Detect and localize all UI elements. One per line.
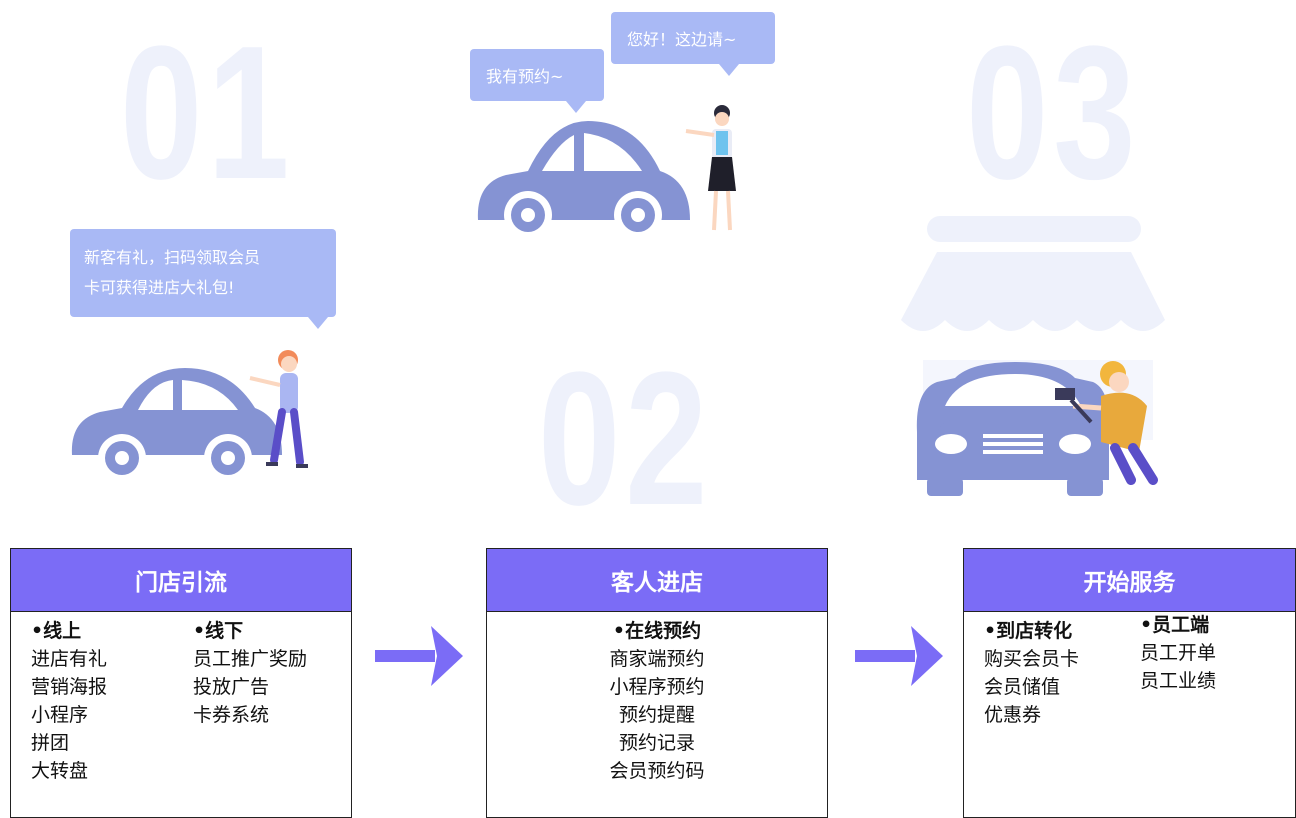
speech-bubble-promo: 新客有礼，扫码领取会员 卡可获得进店大礼包! [70, 229, 336, 329]
bubble-line-1: 新客有礼，扫码领取会员 [84, 248, 261, 267]
list-item: 预约记录 [618, 732, 695, 754]
group-conversion-heading: •到店转化 [984, 620, 1073, 642]
panel-title-start-service: 开始服务 [964, 549, 1295, 612]
bubble-staff-text: 您好！这边请~ [627, 30, 737, 49]
list-item: 优惠券 [984, 704, 1042, 726]
store-service-illustration [901, 216, 1165, 496]
panel-start-service: 开始服务 •到店转化 购买会员卡 会员储值 优惠券 •员工端 员工开单 员工业绩 [963, 548, 1296, 818]
list-item: 员工开单 [1140, 642, 1217, 664]
step-number-02: 02 [538, 333, 713, 545]
panel-title-customer-arrival: 客人进店 [487, 549, 827, 612]
list-item: 商家端预约 [609, 648, 705, 670]
group-offline: •线下 员工推广奖励 投放广告 卡券系统 [193, 617, 307, 729]
list-item: 大转盘 [31, 760, 89, 782]
list-item: 员工推广奖励 [193, 648, 308, 670]
list-item: 会员储值 [984, 676, 1061, 698]
group-conversion: •到店转化 购买会员卡 会员储值 优惠券 [984, 617, 1079, 729]
list-item: 营销海报 [31, 676, 108, 698]
list-item: 卡券系统 [193, 704, 270, 726]
list-item: 购买会员卡 [984, 648, 1080, 670]
group-online-booking: •在线预约 商家端预约 小程序预约 预约提醒 预约记录 会员预约码 [487, 617, 827, 785]
arrow-right-icon [375, 626, 463, 686]
bubble-customer-text: 我有预约~ [486, 67, 564, 86]
list-item: 员工业绩 [1140, 670, 1217, 692]
step-number-01: 01 [120, 7, 295, 219]
speech-bubble-staff: 您好！这边请~ [611, 12, 775, 76]
list-item: 小程序 [31, 704, 89, 726]
group-offline-heading: •线下 [193, 620, 244, 642]
group-booking-heading: •在线预约 [612, 620, 702, 642]
car-center-illustration [477, 105, 736, 239]
car-left-illustration [71, 350, 308, 482]
list-item: 进店有礼 [31, 648, 108, 670]
speech-bubble-customer: 我有预约~ [470, 49, 604, 113]
panel-customer-arrival: 客人进店 •在线预约 商家端预约 小程序预约 预约提醒 预约记录 会员预约码 [486, 548, 828, 818]
group-staff: •员工端 员工开单 员工业绩 [1140, 611, 1216, 695]
list-item: 拼团 [31, 732, 70, 754]
step-number-03: 03 [966, 7, 1141, 219]
panel-title-store-traffic: 门店引流 [11, 549, 351, 612]
list-item: 预约提醒 [618, 704, 695, 726]
list-item: 会员预约码 [609, 760, 705, 782]
group-staff-heading: •员工端 [1140, 614, 1210, 636]
list-item: 小程序预约 [609, 676, 705, 698]
group-online: •线上 进店有礼 营销海报 小程序 拼团 大转盘 [31, 617, 107, 785]
list-item: 投放广告 [193, 676, 270, 698]
bubble-line-2: 卡可获得进店大礼包! [84, 278, 235, 297]
arrow-right-icon [855, 626, 943, 686]
panel-store-traffic: 门店引流 •线上 进店有礼 营销海报 小程序 拼团 大转盘 •线下 员工推广奖励… [10, 548, 352, 818]
group-online-heading: •线上 [31, 620, 82, 642]
